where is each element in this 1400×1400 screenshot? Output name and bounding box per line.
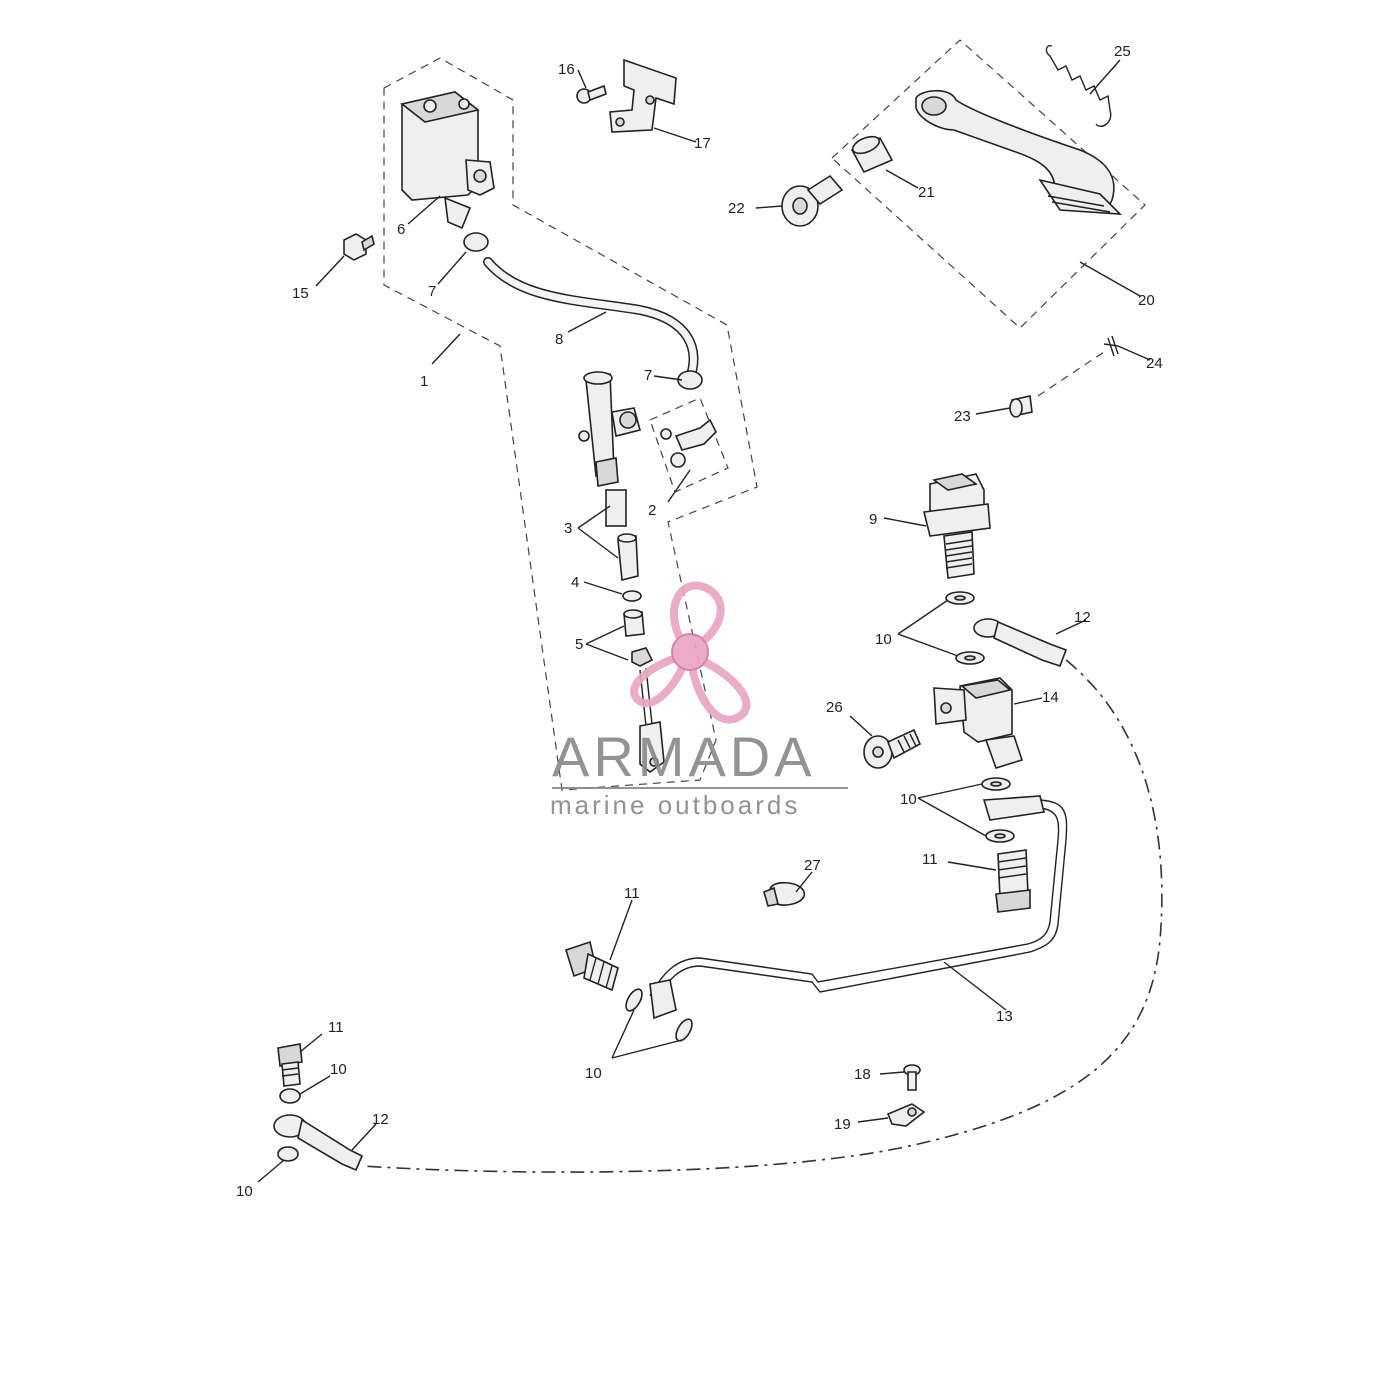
label-20: 20 bbox=[1138, 292, 1155, 309]
label-10-upper: 10 bbox=[875, 631, 892, 648]
label-11-mid: 11 bbox=[624, 885, 640, 902]
joint-14 bbox=[933, 677, 1024, 769]
label-3: 3 bbox=[564, 520, 572, 537]
label-6: 6 bbox=[397, 221, 405, 238]
label-12-lower: 12 bbox=[372, 1111, 389, 1128]
label-11-left: 11 bbox=[328, 1019, 344, 1036]
brand-name: ARMADA bbox=[552, 725, 816, 788]
label-16: 16 bbox=[558, 61, 575, 78]
label-7-top: 7 bbox=[428, 283, 436, 300]
union-bolt-11-left bbox=[277, 1043, 303, 1087]
label-21: 21 bbox=[918, 184, 935, 201]
label-10-left-a: 10 bbox=[330, 1061, 347, 1078]
circlip-4 bbox=[622, 590, 642, 602]
label-24: 24 bbox=[1146, 355, 1163, 372]
spring-3 bbox=[605, 489, 627, 527]
label-1: 1 bbox=[420, 373, 428, 390]
piston-3 bbox=[617, 533, 639, 582]
hose-clip-27 bbox=[763, 881, 805, 907]
label-2: 2 bbox=[648, 502, 656, 519]
banjo-hose-12-lower bbox=[273, 1114, 364, 1172]
bolt-26 bbox=[863, 728, 922, 769]
washer-10-lower-b bbox=[675, 1018, 693, 1042]
washer-10-upper-a bbox=[945, 591, 975, 605]
label-14: 14 bbox=[1042, 689, 1059, 706]
label-23: 23 bbox=[954, 408, 971, 425]
bushing-21 bbox=[850, 135, 894, 174]
label-10-mid: 10 bbox=[900, 791, 917, 808]
label-8: 8 bbox=[555, 331, 563, 348]
push-rod bbox=[639, 667, 665, 774]
boot-5 bbox=[623, 609, 645, 637]
label-9: 9 bbox=[869, 511, 877, 528]
brand-tagline: marine outboards bbox=[550, 790, 800, 820]
fitting-2 bbox=[660, 418, 717, 468]
hose-clamp-7-top bbox=[463, 232, 489, 252]
washer-10-mid-a bbox=[981, 777, 1011, 791]
brake-pipe-13 bbox=[649, 795, 1068, 1020]
washer-10-left-b bbox=[277, 1146, 299, 1162]
bolt-18 bbox=[903, 1064, 921, 1091]
assembly-1-outline bbox=[383, 57, 758, 791]
assembly-20-outline bbox=[831, 39, 1146, 329]
bracket-17 bbox=[609, 58, 677, 133]
label-11-right: 11 bbox=[922, 851, 938, 868]
label-26: 26 bbox=[826, 699, 843, 716]
leader-lines bbox=[257, 59, 1151, 1183]
label-27: 27 bbox=[804, 857, 821, 874]
assembly-2-outline bbox=[649, 397, 729, 493]
label-13: 13 bbox=[996, 1008, 1013, 1025]
label-7-bottom: 7 bbox=[644, 367, 652, 384]
label-25: 25 bbox=[1114, 43, 1131, 60]
union-bolt-11-right bbox=[995, 849, 1031, 913]
nut-5 bbox=[631, 647, 654, 667]
banjo-hose-12-upper bbox=[973, 618, 1068, 668]
pin-24-guide-line bbox=[1037, 351, 1105, 397]
brake-pedal-20 bbox=[915, 89, 1123, 215]
label-15: 15 bbox=[292, 285, 309, 302]
washer-10-mid-b bbox=[985, 829, 1015, 843]
label-5: 5 bbox=[575, 636, 583, 653]
washer-10-left-a bbox=[279, 1088, 301, 1104]
union-bolt-11-mid bbox=[565, 940, 619, 992]
washer-10-lower-a bbox=[625, 988, 643, 1012]
pivot-bolt-22 bbox=[781, 174, 844, 227]
pin-23 bbox=[1009, 395, 1033, 418]
spring-25 bbox=[1045, 44, 1112, 128]
washer-10-upper-b bbox=[955, 651, 985, 665]
brake-hose-run bbox=[361, 659, 1163, 1173]
label-18: 18 bbox=[854, 1066, 871, 1083]
armada-watermark: ARMADA marine outboards bbox=[550, 581, 848, 820]
brake-switch-9 bbox=[923, 473, 991, 579]
label-10-lower: 10 bbox=[585, 1065, 602, 1082]
bolt-15 bbox=[343, 233, 375, 261]
label-22: 22 bbox=[728, 200, 745, 217]
label-12-upper: 12 bbox=[1074, 609, 1091, 626]
reservoir-hose-8 bbox=[483, 257, 699, 383]
label-17: 17 bbox=[694, 135, 711, 152]
label-19: 19 bbox=[834, 1116, 851, 1133]
label-4: 4 bbox=[571, 574, 579, 591]
clamp-19 bbox=[886, 1103, 926, 1127]
cotter-pin-24 bbox=[1103, 335, 1119, 357]
part-number-labels: 1 2 3 4 5 6 7 7 8 9 10 10 10 10 10 11 11… bbox=[236, 43, 1163, 1200]
master-cylinder-body bbox=[578, 371, 641, 487]
master-cylinder-reservoir bbox=[400, 91, 495, 230]
label-10-left-b: 10 bbox=[236, 1183, 253, 1200]
bolt-16 bbox=[576, 84, 607, 104]
propeller-logo-icon bbox=[630, 581, 751, 724]
